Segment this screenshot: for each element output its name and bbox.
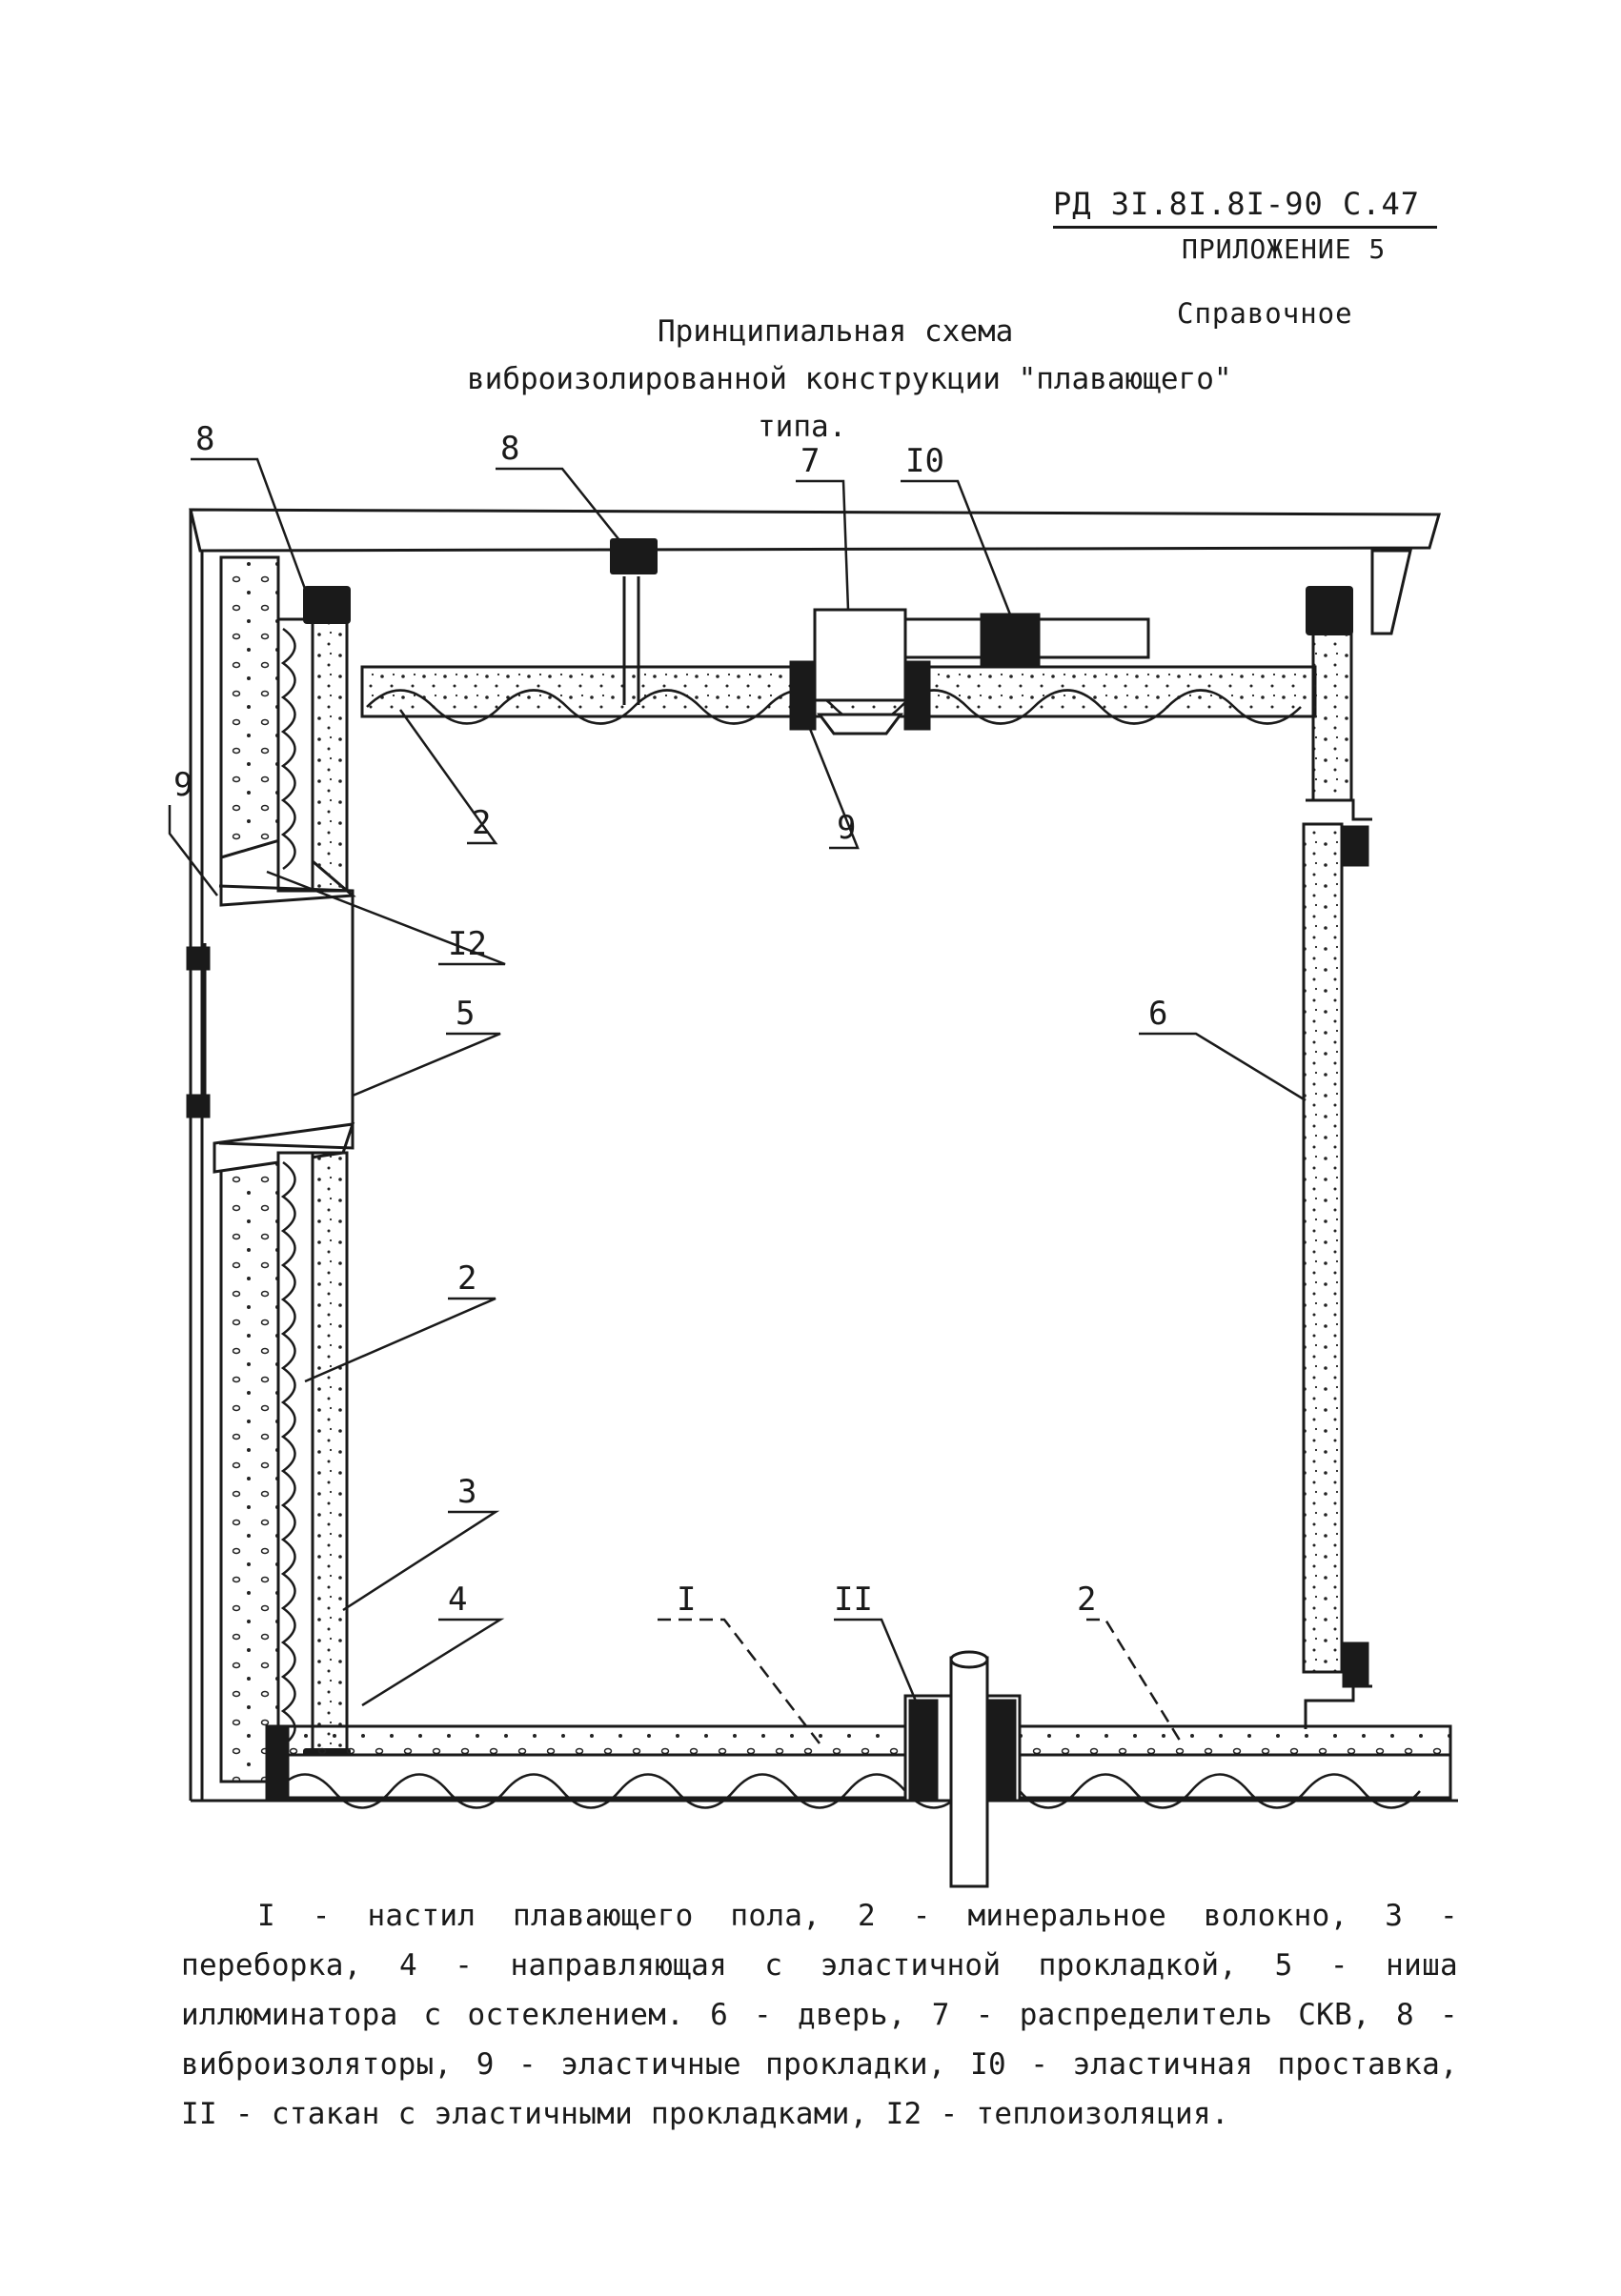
callout-9-left: 9 — [173, 766, 192, 804]
ceiling-deck — [189, 508, 1441, 1801]
callout-2-top: 2 — [472, 804, 491, 842]
callout-12: I2 — [448, 925, 487, 963]
callout-labels: 8 8 7 I0 9 9 2 I2 5 6 2 3 4 I II 2 — [173, 420, 1167, 1619]
porthole-niche — [186, 884, 355, 1150]
floating-floor — [191, 1724, 1458, 1809]
figure-title-line1: Принципиальная схема — [658, 314, 1014, 349]
document-code: РД 3I.8I.8I-90 С.47 — [1053, 186, 1438, 229]
callout-8-top: 8 — [500, 430, 519, 468]
figure-title-line2: виброизолированной конструкции "плавающе… — [467, 362, 1232, 396]
callout-6: 6 — [1148, 995, 1167, 1033]
callout-2-left: 2 — [457, 1259, 476, 1298]
callout-11: II — [834, 1581, 873, 1619]
appendix-label: ПРИЛОЖЕНИЕ 5 — [1182, 233, 1387, 265]
callout-5: 5 — [456, 995, 475, 1033]
callout-8-left: 8 — [195, 420, 214, 458]
door — [1302, 632, 1372, 1729]
figure-title: Принципиальная схема виброизолированной … — [448, 308, 1306, 451]
pipe-sleeve — [903, 1650, 1022, 1888]
callout-7: 7 — [800, 442, 820, 480]
callout-10: I0 — [905, 442, 944, 480]
callout-3: 3 — [457, 1473, 476, 1511]
distribution-unit — [622, 576, 1150, 735]
left-hull-wall — [213, 555, 356, 1783]
callout-2-floor: 2 — [1077, 1581, 1096, 1619]
left-bulkhead — [276, 617, 349, 1764]
callout-1: I — [677, 1581, 696, 1619]
reference-label: Справочное — [1177, 297, 1353, 330]
figure-title-line3: типа. — [758, 410, 847, 444]
callout-4: 4 — [448, 1581, 467, 1619]
figure-legend: I - настил плавающего пола, 2 - минераль… — [181, 1899, 1458, 2131]
callout-9-mid: 9 — [837, 809, 856, 847]
callout-leaders — [168, 457, 1307, 1744]
